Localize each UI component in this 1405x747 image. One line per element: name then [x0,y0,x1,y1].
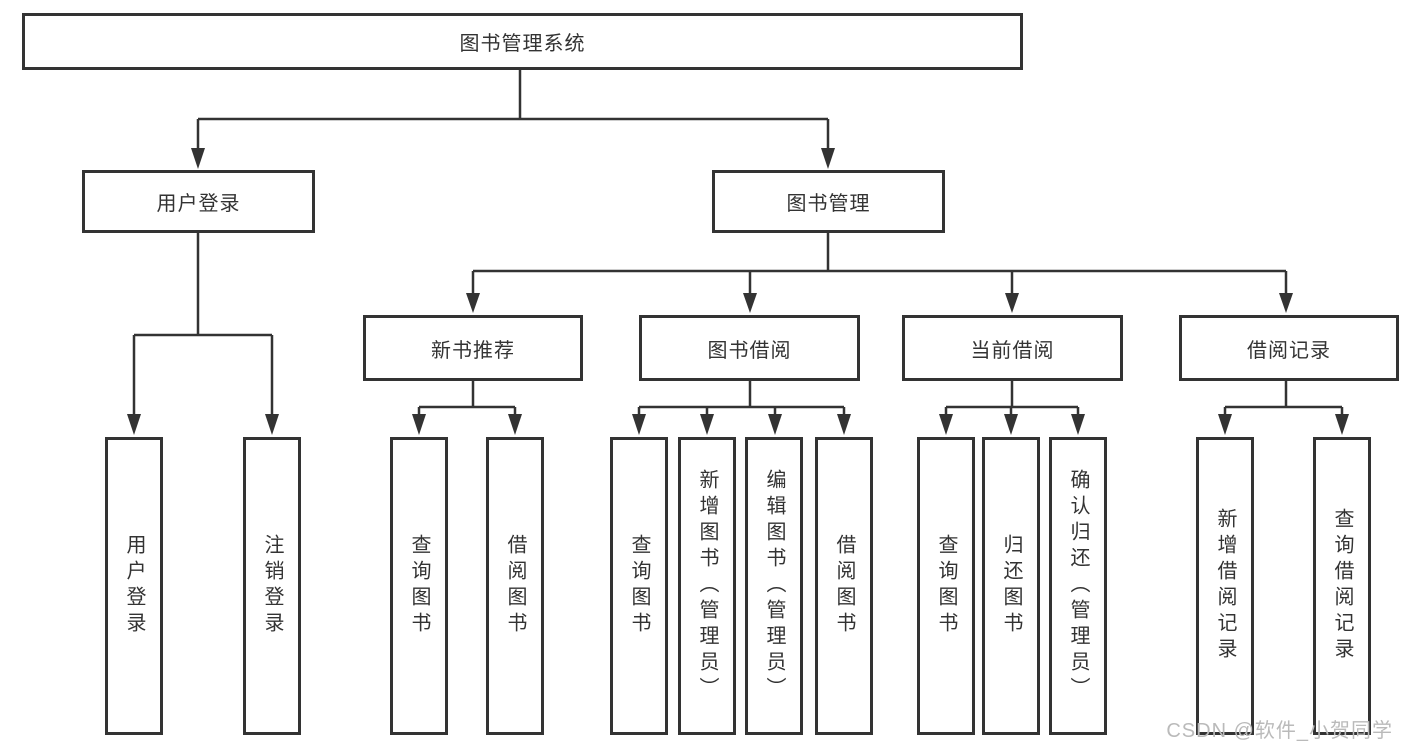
arrowhead [265,414,279,435]
arrowhead [939,414,953,435]
leaf-bb-edit-books-admin-label: 编辑图书（管理员） [763,469,785,703]
leaf-logout: 注销登录 [243,437,301,735]
leaf-bb-add-books-admin: 新增图书（管理员） [678,437,736,735]
connector-user-login-children [127,232,279,435]
arrowhead [1005,293,1019,313]
node-borrowing-records-label: 借阅记录 [1247,339,1331,362]
arrowhead [1279,293,1293,313]
node-book-management-label: 图书管理 [786,193,871,215]
arrowhead [1004,414,1018,435]
arrowhead [821,148,835,169]
arrowhead [412,414,426,435]
arrowhead [1218,414,1232,435]
node-book-borrowing-label: 图书借阅 [707,339,792,362]
connector-borrowing-records-children [1218,380,1349,435]
leaf-br-add-record-label: 新增借阅记录 [1214,508,1236,664]
leaf-nbr-borrow-books-label: 借阅图书 [504,534,526,638]
node-book-borrowing: 图书借阅 [639,315,860,381]
arrowhead [1335,414,1349,435]
node-root-label: 图书管理系统 [459,33,586,55]
connector-root-to-branches [191,69,835,169]
leaf-br-add-record: 新增借阅记录 [1196,437,1254,735]
connector-book-borrowing-children [632,380,851,435]
node-new-book-recommendation-label: 新书推荐 [431,339,515,362]
arrowhead [191,148,205,169]
leaf-cb-confirm-return-admin: 确认归还（管理员） [1049,437,1107,735]
node-borrowing-records: 借阅记录 [1179,315,1399,381]
node-current-borrowing: 当前借阅 [902,315,1123,381]
leaf-cb-query-books: 查询图书 [917,437,975,735]
connector-current-borrowing-children [939,380,1085,435]
leaf-br-query-record: 查询借阅记录 [1313,437,1371,735]
leaf-bb-query-books-label: 查询图书 [628,534,650,638]
arrowhead [466,293,480,313]
arrowhead [700,414,714,435]
node-root: 图书管理系统 [22,13,1023,70]
leaf-logout-label: 注销登录 [261,534,283,638]
leaf-br-query-record-label: 查询借阅记录 [1331,508,1353,664]
arrowhead [127,414,141,435]
arrowhead [837,414,851,435]
node-book-management: 图书管理 [712,170,945,233]
csdn-watermark: CSDN @软件_小贺同学 [1166,720,1393,742]
leaf-bb-add-books-admin-label: 新增图书（管理员） [696,469,718,703]
leaf-user-login: 用户登录 [105,437,163,735]
node-current-borrowing-label: 当前借阅 [970,339,1055,362]
leaf-cb-confirm-return-admin-label: 确认归还（管理员） [1067,469,1089,703]
arrowhead [508,414,522,435]
leaf-bb-query-books: 查询图书 [610,437,668,735]
connector-new-book-recommendation-children [412,380,522,435]
leaf-cb-query-books-label: 查询图书 [935,534,957,638]
leaf-nbr-query-books: 查询图书 [390,437,448,735]
leaf-bb-borrow-books: 借阅图书 [815,437,873,735]
arrowhead [768,414,782,435]
leaf-cb-return-books-label: 归还图书 [1000,534,1022,638]
arrowhead [743,293,757,313]
arrowhead [1071,414,1085,435]
leaf-bb-borrow-books-label: 借阅图书 [833,534,855,638]
leaf-nbr-query-books-label: 查询图书 [408,534,430,638]
node-user-login-label: 用户登录 [156,193,241,215]
node-new-book-recommendation: 新书推荐 [363,315,583,381]
leaf-user-login-label: 用户登录 [123,534,145,638]
leaf-bb-edit-books-admin: 编辑图书（管理员） [745,437,803,735]
connector-book-management-children [466,232,1293,313]
node-user-login: 用户登录 [82,170,315,233]
leaf-cb-return-books: 归还图书 [982,437,1040,735]
leaf-nbr-borrow-books: 借阅图书 [486,437,544,735]
arrowhead [632,414,646,435]
